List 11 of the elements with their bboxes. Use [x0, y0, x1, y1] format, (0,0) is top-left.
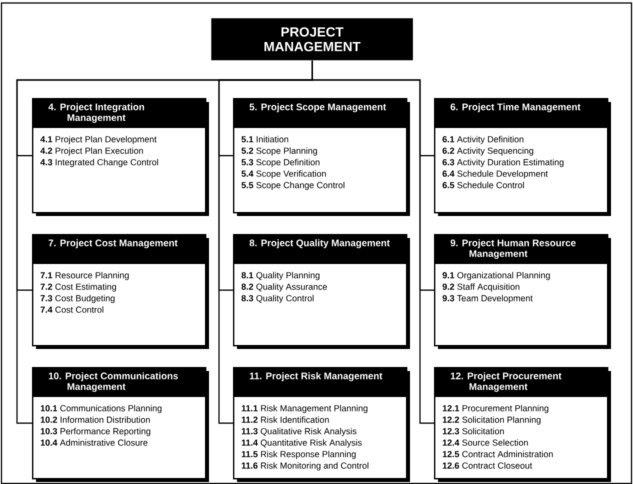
connector-line: [312, 60, 434, 424]
title-box: PROJECT MANAGEMENT: [211, 18, 413, 60]
category-box: 12. Project Procurement Management 12.1 Procurement Planning 12.2 Solicitation Planning 12.3 Solicitation 12.4 Source Selection 12.5 Contract Administration 12.6 Contract Closeout: [434, 366, 611, 482]
category-box: 7. Project Cost Management 7.1 Resource Planning 7.2 Cost Estimating 7.3 Cost Budgeting 7.4 Cost Control: [32, 234, 209, 349]
category-box: 6. Project Time Management 6.1 Activity Definition 6.2 Activity Sequencing 6.3 Activity Duration Estimating 6.4 Schedule Development 6.5 Schedule Control: [434, 98, 611, 216]
category-box: 8. Project Quality Management 8.1 Quality Planning 8.2 Quality Assurance 8.3 Quality Control: [233, 234, 410, 349]
category-box: 5. Project Scope Management 5.1 Initiation 5.2 Scope Planning 5.3 Scope Definition 5.4 Scope Verification 5.5 Scope Change Control: [233, 98, 410, 216]
category-box: 10. Project Communications Management 10.1 Communications Planning 10.2 Information Distribution 10.3 Performance Reporting 10.4 Administrative Closure: [32, 366, 209, 482]
category-box: 11. Project Risk Management 11.1 Risk Management Planning 11.2 Risk Identification 11.3 Qualitative Risk Analysis 11.4 Quantitative Risk Analysis 11.5 Risk Response Planning 11.6 Risk Monitoring and Control: [233, 366, 410, 482]
category-box: 4. Project Integration Management 4.1 Project Plan Development 4.2 Project Plan Execution 4.3 Integrated Change Control: [32, 98, 209, 216]
category-box: 9. Project Human Resource Management 9.1 Organizational Planning 9.2 Staff Acquisition 9.3 Team Development: [434, 234, 611, 349]
